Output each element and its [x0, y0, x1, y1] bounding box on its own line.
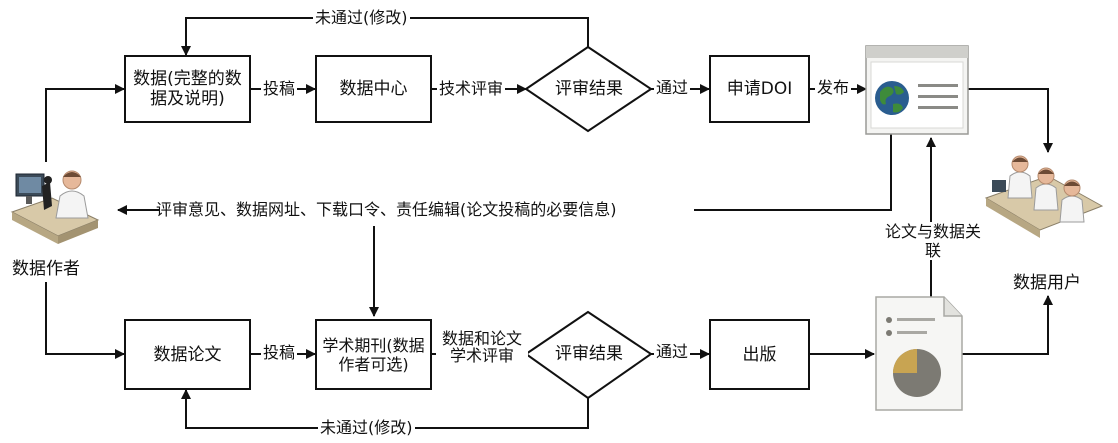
- journal-text: 学术期刊(数据作者可选): [322, 335, 425, 374]
- label-pass-bottom: 通过: [654, 342, 691, 361]
- label-submit-top: 投稿: [261, 79, 298, 98]
- label-publish: 发布: [815, 78, 852, 97]
- label-paper-data-link: 论文与数据关联: [878, 222, 988, 260]
- data-users-label: 数据用户: [1013, 273, 1081, 293]
- web-page-icon: [865, 45, 969, 135]
- apply-doi-box: 申请DOI: [709, 55, 810, 123]
- paper-document-icon: [875, 296, 963, 411]
- label-academic-review: 数据和论文学术评审: [436, 330, 528, 364]
- data-author-icon: [10, 170, 100, 244]
- data-users-icon: [984, 155, 1104, 238]
- label-submit-bottom: 投稿: [261, 343, 298, 362]
- data-box-text: 数据(完整的数据及说明): [133, 69, 242, 109]
- data-paper-box: 数据论文: [124, 319, 251, 390]
- data-author-label: 数据作者: [12, 259, 80, 279]
- info-line-text: 评审意见、数据网址、下载口令、责任编辑(论文投稿的必要信息): [156, 200, 617, 219]
- arrow-author-to-data: [45, 84, 125, 162]
- arrow-paper-to-users: [962, 295, 1053, 355]
- review-result-top-label: 评审结果: [555, 79, 623, 99]
- label-fail-top: 未通过(修改): [313, 8, 410, 27]
- journal-box: 学术期刊(数据作者可选): [315, 319, 432, 390]
- label-tech-review: 技术评审: [437, 79, 506, 98]
- apply-doi-text: 申请DOI: [726, 79, 793, 99]
- data-center-text: 数据中心: [339, 79, 408, 99]
- data-paper-text: 数据论文: [153, 344, 222, 365]
- data-center-box: 数据中心: [315, 55, 432, 123]
- line-web-info: [694, 134, 892, 211]
- arrow-web-to-users: [968, 88, 1053, 153]
- label-fail-bottom: 未通过(修改): [318, 418, 415, 437]
- review-result-diamond-bottom: [524, 310, 653, 400]
- label-pass-top: 通过: [654, 78, 691, 97]
- review-result-bottom-label: 评审结果: [555, 344, 623, 364]
- publication-text: 出版: [742, 344, 777, 365]
- arrow-author-to-paper: [45, 282, 125, 359]
- review-result-diamond-top: [524, 45, 653, 133]
- data-box: 数据(完整的数据及说明): [124, 55, 251, 123]
- publication-box: 出版: [709, 319, 810, 390]
